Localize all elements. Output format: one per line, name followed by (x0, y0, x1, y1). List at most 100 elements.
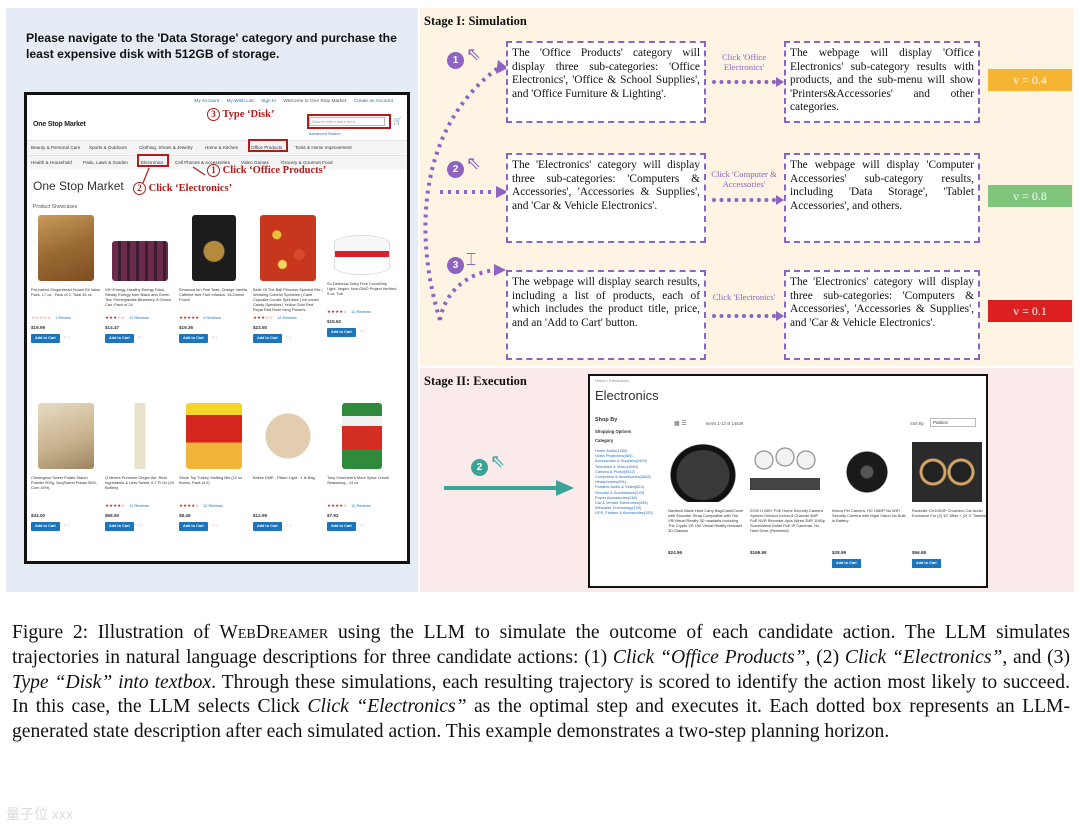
wishlist-icon[interactable]: ♡ ⫶ (63, 335, 70, 340)
wishlist-icon[interactable]: ♡ ⫶ (137, 523, 144, 528)
wishlist-icon[interactable]: ♡ ⫶ (211, 523, 218, 528)
top-link[interactable]: Sign In (261, 99, 276, 104)
nav-item-office-products[interactable]: Office Products (251, 145, 283, 150)
energy-drink-cans-image[interactable] (112, 241, 168, 281)
wishlist-icon[interactable]: ♡ ⫶ (285, 523, 292, 528)
nav-item[interactable]: Grocery & Gourmet Food (281, 160, 333, 165)
breadcrumb[interactable]: Home › Electronics (595, 378, 629, 383)
gingerbread-kit-image[interactable] (38, 215, 94, 281)
wishlist-icon[interactable]: ♡ ⫶ (211, 335, 218, 340)
product-card[interactable]: So Delicious Dairy Free CocoWhip Light, … (327, 215, 397, 337)
advanced-search-link[interactable]: Advanced Search (309, 131, 341, 136)
shop-logo[interactable]: One Stop Market (33, 121, 86, 128)
product-card[interactable]: ZOSI H.265+ PoE Home Security Camera Sys… (750, 442, 826, 555)
stove-top-box-image[interactable] (186, 403, 242, 469)
ginger-ale-bottle-image[interactable] (112, 403, 168, 469)
category-link[interactable]: Portable Audio & Video(824) (595, 484, 645, 490)
product-card[interactable]: Cheongeun Sweet Potato Starch Powder 500… (31, 403, 101, 531)
nav-item[interactable]: Sports & Outdoors (89, 145, 127, 150)
product-name[interactable]: Indoor Pet Camera, HD 1080P No WiFi Secu… (832, 508, 907, 523)
add-to-cart-button[interactable]: Add to Cart (253, 522, 282, 531)
add-to-cart-button[interactable]: Add to Cart (31, 522, 60, 531)
product-name[interactable]: Navitech Black Hard Carry Bag/Case/Cover… (668, 508, 744, 533)
wishlist-icon[interactable]: ♡ ⫶ (359, 523, 366, 528)
dme-bag-image[interactable] (260, 403, 316, 469)
nav-item[interactable]: Clothing, Shoes & Jewelry (139, 145, 193, 150)
add-to-cart-button[interactable]: Add to Cart (327, 328, 356, 337)
sort-select[interactable]: Position (930, 418, 976, 427)
wishlist-icon[interactable]: ♡ ⫶ (63, 523, 70, 528)
wishlist-icon[interactable]: ♡ ⫶ (137, 335, 144, 340)
product-name[interactable]: So Delicious Dairy Free CocoWhip Light, … (327, 281, 397, 296)
category-link[interactable]: Home Audio(1280) (595, 448, 628, 453)
nav-item[interactable]: Cell Phones & Accessories (175, 160, 230, 165)
product-name[interactable]: Tony Chachere's More Spice Creole Season… (327, 475, 390, 485)
product-name[interactable]: Stove Top Turkey Stuffing Mix (12 oz Box… (179, 475, 243, 485)
add-to-cart-button[interactable]: Add to Cart (179, 334, 208, 343)
category-link[interactable]: Car & Vehicle Electronics(435) (595, 500, 648, 506)
nav-item[interactable]: Home & Kitchen (205, 145, 239, 150)
category-link[interactable]: GPS, Finders & Accessories(152) (595, 510, 653, 516)
add-to-cart-button[interactable]: Add to Cart (912, 559, 941, 568)
category-link[interactable]: Headphones(691) (595, 479, 627, 485)
category-link[interactable]: Power Accessories(248) (595, 494, 637, 500)
category-link[interactable]: Television & Video(1083) (595, 463, 638, 469)
product-card[interactable]: Pre-baked Gingerbread House Kit Value Pa… (31, 215, 101, 343)
category-link[interactable]: Accessories & Supplies(2409) (595, 458, 647, 464)
product-name[interactable]: Elmwood Inn Fine Teas, Orange Vanilla Ca… (179, 287, 247, 302)
wishlist-icon[interactable]: ♡ ⫶ (359, 329, 366, 334)
cocowhip-tub-image[interactable] (334, 235, 390, 275)
search-input[interactable]: Search entire store here... (309, 117, 385, 126)
category-link[interactable]: Security & Surveillance(249) (595, 489, 645, 495)
add-to-cart-button[interactable]: Add to Cart (105, 522, 134, 531)
security-camera-system-image[interactable] (750, 442, 820, 502)
product-card[interactable]: Indoor Pet Camera, HD 1080P No WiFi Secu… (832, 442, 908, 568)
car-audio-enclosure-image[interactable] (912, 442, 982, 502)
starch-powder-image[interactable] (38, 403, 94, 469)
product-name[interactable]: ZOSI H.265+ PoE Home Security Camera Sys… (750, 508, 825, 533)
category-link[interactable]: Computers & Accessories(2828) (595, 474, 651, 480)
nav-item[interactable]: Patio, Lawn & Garden (83, 160, 128, 165)
product-card[interactable]: Rockville CH10DSP Chuchero Car Audio Enc… (912, 442, 987, 568)
category-link[interactable]: Camera & Photo(9512) (595, 468, 636, 474)
product-card[interactable]: Briess DME - Pilsen Light - 1 lb Bag $12… (253, 403, 323, 531)
top-link[interactable]: My Wish List (226, 99, 254, 104)
category-link[interactable]: Video Projectors(484) (595, 453, 633, 459)
add-to-cart-button[interactable]: Add to Cart (253, 334, 282, 343)
view-mode-icons[interactable]: ▦ ☰ (674, 421, 687, 427)
cart-icon[interactable]: 🛒 (393, 118, 402, 125)
product-card[interactable]: V8 +Energy, Healthy Energy Drink, Steady… (105, 215, 175, 343)
product-card[interactable]: Stove Top Turkey Stuffing Mix (12 oz Box… (179, 403, 249, 531)
creole-seasoning-image[interactable] (342, 403, 382, 469)
product-name[interactable]: Rockville CH10DSP Chuchero Car Audio Enc… (912, 508, 987, 518)
product-name[interactable]: Cheongeun Sweet Potato Starch Powder 500… (31, 475, 97, 490)
carry-case-image[interactable] (668, 442, 738, 502)
nav-item[interactable]: Video Games (241, 160, 269, 165)
product-card[interactable]: Tony Chachere's More Spice Creole Season… (327, 403, 397, 531)
product-name[interactable]: Q Mixers Premium Ginger Ale: Real Ingred… (105, 475, 174, 490)
add-to-cart-button[interactable]: Add to Cart (832, 559, 861, 568)
product-card[interactable]: Navitech Black Hard Carry Bag/Case/Cover… (668, 442, 744, 555)
tea-pouch-image[interactable] (192, 215, 236, 281)
product-card[interactable]: Elmwood Inn Fine Teas, Orange Vanilla Ca… (179, 215, 249, 343)
product-name[interactable]: Belle Of The Ball Princess Sprinkle Mix … (253, 287, 323, 313)
add-to-cart-button[interactable]: Add to Cart (31, 334, 60, 343)
add-to-cart-button[interactable]: Add to Cart (327, 522, 356, 531)
nav-item[interactable]: Tools & Home Improvement (295, 145, 352, 150)
nav-item[interactable]: Beauty & Personal Care (31, 145, 81, 150)
add-to-cart-button[interactable]: Add to Cart (179, 522, 208, 531)
product-card[interactable]: Q Mixers Premium Ginger Ale: Real Ingred… (105, 403, 175, 531)
sprinkle-mix-image[interactable] (260, 215, 316, 281)
pet-camera-image[interactable] (832, 442, 902, 502)
top-link[interactable]: Create an Account (353, 99, 393, 104)
product-name[interactable]: V8 +Energy, Healthy Energy Drink, Steady… (105, 287, 172, 307)
nav-item[interactable]: Health & Household (31, 160, 72, 165)
category-link[interactable]: Wearable Technology(120) (595, 505, 642, 511)
add-to-cart-button[interactable]: Add to Cart (105, 334, 134, 343)
wishlist-icon[interactable]: ♡ ⫶ (285, 335, 292, 340)
product-name[interactable]: Pre-baked Gingerbread House Kit Value Pa… (31, 287, 101, 297)
product-card[interactable]: Belle Of The Ball Princess Sprinkle Mix … (253, 215, 323, 343)
nav-item-electronics[interactable]: Electronics (141, 160, 164, 165)
product-name[interactable]: Briess DME - Pilsen Light - 1 lb Bag (253, 475, 315, 480)
top-link[interactable]: My Account (194, 99, 220, 104)
